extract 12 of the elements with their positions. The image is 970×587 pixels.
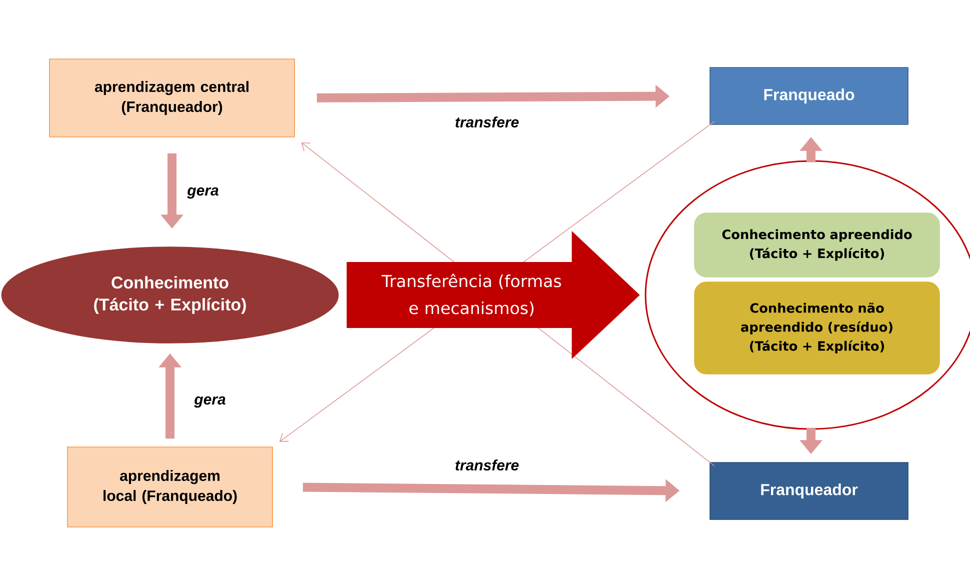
edge-label: gera bbox=[193, 395, 227, 409]
edge-label: Transferência (formas e mecanismos) bbox=[382, 274, 562, 316]
process-box: Franqueador bbox=[710, 462, 908, 520]
knowledge-box: Conhecimento apreendido (Tácito + Explícito) bbox=[694, 212, 940, 278]
process-box: aprendizagem local (Franqueado) bbox=[67, 446, 273, 528]
knowledge-box: Conhecimento não apreendido (resíduo) (Tácito + Explícito) bbox=[694, 282, 940, 374]
process-box: Franqueado bbox=[710, 67, 908, 125]
block-arrow bbox=[346, 231, 640, 359]
edge-label: transfere bbox=[454, 458, 520, 472]
edge-label: gera bbox=[186, 186, 220, 200]
edge-label: transfere bbox=[454, 116, 520, 128]
process-box: aprendizagem central (Franqueador) bbox=[49, 58, 295, 138]
